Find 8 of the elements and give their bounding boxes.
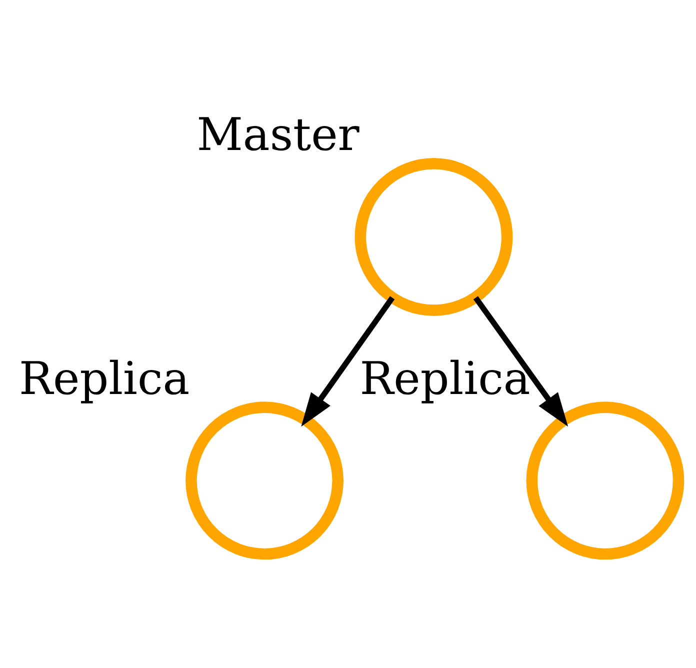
node-label: Master (196, 108, 360, 162)
node-circle (186, 402, 344, 560)
arrow (473, 296, 568, 427)
arrow (301, 296, 395, 427)
node-label: Replica (19, 352, 190, 405)
node-circle (354, 158, 513, 316)
node-circle (526, 402, 684, 560)
node-label: Replica (360, 352, 530, 405)
